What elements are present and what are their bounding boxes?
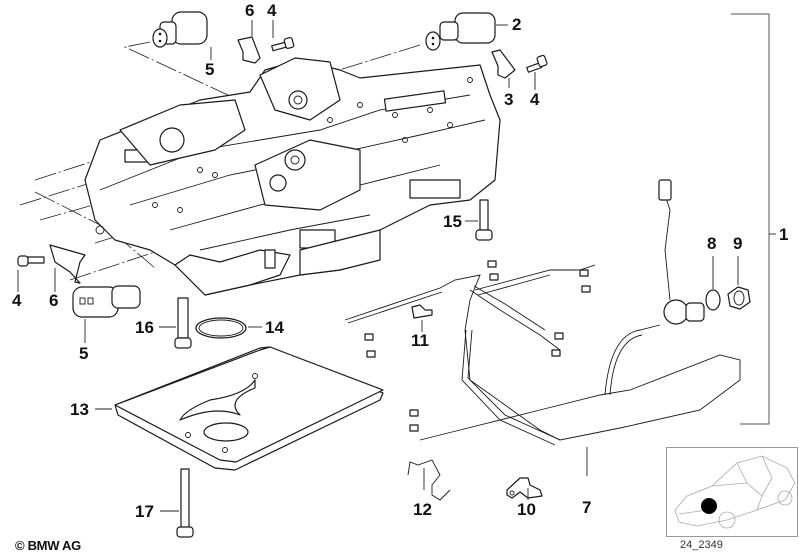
screw-4-top (271, 36, 295, 52)
callout-1: 1 (779, 225, 788, 244)
clip-3 (491, 49, 516, 79)
wiring-harness-7 (344, 179, 741, 446)
bolt-17 (176, 468, 194, 538)
bolt-16 (174, 297, 192, 349)
callout-4-right: 4 (530, 90, 540, 109)
copyright: © BMW AG (15, 538, 81, 553)
callout-2: 2 (512, 15, 521, 34)
callout-4-left: 4 (12, 291, 22, 310)
callout-15: 15 (443, 212, 462, 231)
callout-10: 10 (517, 500, 536, 519)
callout-16: 16 (135, 318, 154, 337)
callout-5-left: 5 (79, 344, 88, 363)
screw-4-left (17, 255, 45, 267)
bolt-15 (475, 199, 493, 241)
diagram-id: 24_2349 (680, 539, 723, 551)
valve-body (84, 57, 501, 296)
callout-13: 13 (70, 400, 89, 419)
hex-nut-9 (727, 286, 751, 310)
seal-ring-8 (705, 289, 721, 311)
group-bracket (731, 13, 770, 425)
callout-11: 11 (411, 331, 429, 350)
callout-3: 3 (504, 90, 513, 109)
callout-9: 9 (733, 234, 742, 253)
callout-4-top: 4 (267, 1, 277, 20)
callout-6-left: 6 (49, 291, 58, 310)
position-marker-dot (701, 498, 717, 514)
callout-7: 7 (582, 498, 591, 517)
clip-6-left (49, 244, 86, 284)
callout-17: 17 (135, 502, 154, 521)
solenoid-5-left (72, 285, 141, 318)
callout-5-top: 5 (205, 60, 214, 79)
o-ring-14 (195, 317, 247, 339)
screw-4-right (526, 54, 548, 73)
vehicle-locator (666, 447, 798, 537)
callout-6-top: 6 (245, 1, 254, 20)
callout-8: 8 (707, 234, 716, 253)
oil-filter-13 (114, 346, 384, 471)
clip-11 (411, 304, 433, 319)
clip-6-top (237, 36, 261, 64)
wire-clamp-12 (407, 459, 451, 501)
solenoid-5-top (152, 11, 208, 48)
car-locator-icon (674, 455, 796, 529)
callout-12: 12 (413, 500, 432, 519)
holder-10 (506, 477, 543, 499)
solenoid-2 (425, 12, 496, 51)
callout-14: 14 (265, 318, 284, 337)
